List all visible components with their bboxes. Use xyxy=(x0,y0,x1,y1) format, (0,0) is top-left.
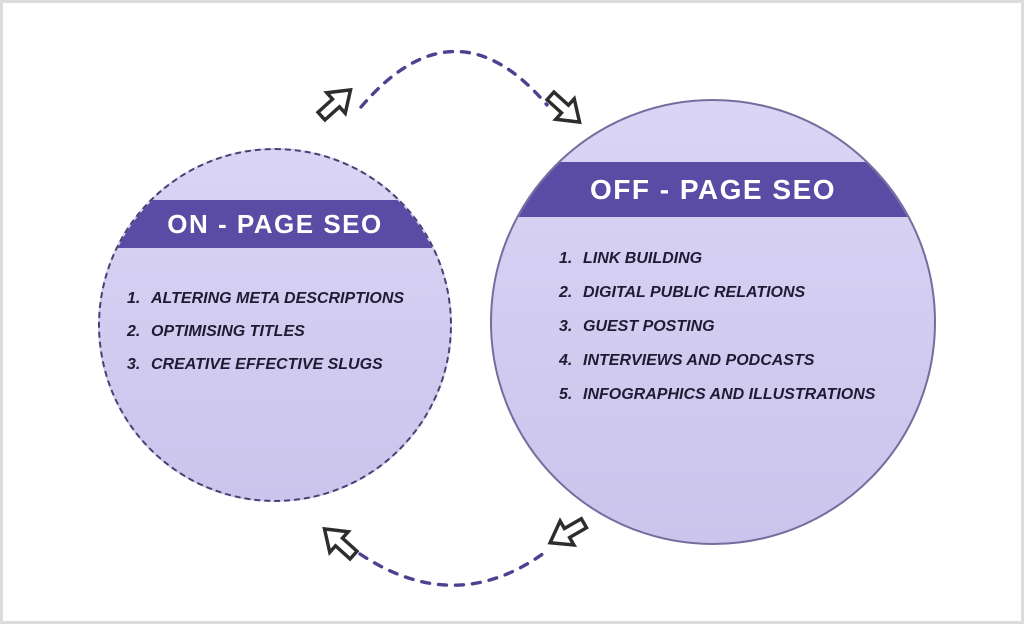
list-item-text: DIGITAL PUBLIC RELATIONS xyxy=(583,284,806,301)
list-item-number: 1. xyxy=(127,290,141,307)
arrow-up-right-icon xyxy=(310,77,362,129)
list-item-text: CREATIVE EFFECTIVE SLUGS xyxy=(151,356,383,373)
list-item-text: OPTIMISING TITLES xyxy=(151,323,305,340)
on-page-seo-header-band: ON - PAGE SEO xyxy=(100,200,450,248)
list-item-number: 2. xyxy=(559,284,573,301)
on-page-seo-circle: ON - PAGE SEO 1. ALTERING META DESCRIPTI… xyxy=(98,148,452,502)
arrow-up-left-icon xyxy=(313,516,365,568)
list-item-text: LINK BUILDING xyxy=(583,250,703,267)
off-page-seo-list: 1. LINK BUILDING 2. DIGITAL PUBLIC RELAT… xyxy=(559,249,875,419)
list-item: 3. GUEST POSTING xyxy=(559,317,875,337)
arrow-down-right-icon xyxy=(539,83,591,135)
list-item: 4. INTERVIEWS AND PODCASTS xyxy=(559,351,875,371)
list-item: 1. LINK BUILDING xyxy=(559,249,875,269)
list-item: 2. DIGITAL PUBLIC RELATIONS xyxy=(559,283,875,303)
top-dashed-arc xyxy=(359,49,549,109)
list-item-number: 3. xyxy=(127,356,141,373)
off-page-seo-title: OFF - PAGE SEO xyxy=(589,173,837,205)
list-item-text: GUEST POSTING xyxy=(583,318,715,335)
list-item-text: INFOGRAPHICS AND ILLUSTRATIONS xyxy=(583,386,876,403)
list-item: 1. ALTERING META DESCRIPTIONS xyxy=(127,289,404,309)
on-page-seo-title: ON - PAGE SEO xyxy=(167,208,383,239)
arrow-down-left-icon xyxy=(541,509,593,557)
list-item-number: 1. xyxy=(559,250,573,267)
list-item-number: 2. xyxy=(127,323,141,340)
list-item-number: 3. xyxy=(559,318,573,335)
list-item: 5. INFOGRAPHICS AND ILLUSTRATIONS xyxy=(559,385,875,405)
list-item-number: 4. xyxy=(559,352,573,369)
on-page-seo-list: 1. ALTERING META DESCRIPTIONS 2. OPTIMIS… xyxy=(127,289,404,388)
off-page-seo-header-band: OFF - PAGE SEO xyxy=(492,162,934,217)
list-item: 2. OPTIMISING TITLES xyxy=(127,322,404,342)
list-item-number: 5. xyxy=(559,386,573,403)
bottom-dashed-arc xyxy=(358,551,546,587)
list-item: 3. CREATIVE EFFECTIVE SLUGS xyxy=(127,355,404,375)
list-item-text: ALTERING META DESCRIPTIONS xyxy=(151,290,405,307)
off-page-seo-circle: OFF - PAGE SEO 1. LINK BUILDING 2. DIGIT… xyxy=(490,99,936,545)
list-item-text: INTERVIEWS AND PODCASTS xyxy=(583,352,815,369)
